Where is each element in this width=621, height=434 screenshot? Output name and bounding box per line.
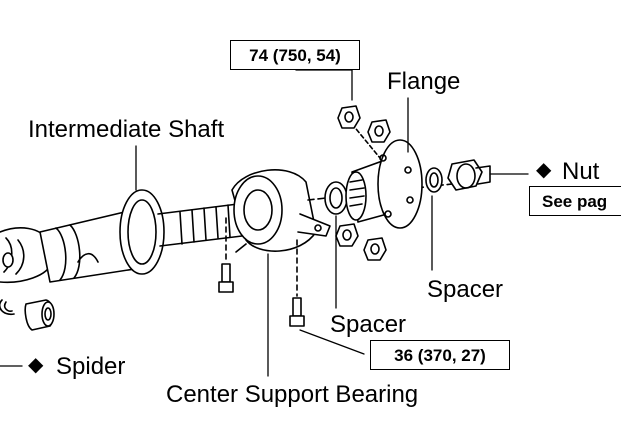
flange-drawing bbox=[345, 139, 423, 229]
torque-callout-top: 74 (750, 54) bbox=[230, 40, 360, 70]
big-nut-drawing bbox=[447, 159, 491, 191]
nut-diamond-icon: ◆ bbox=[536, 159, 552, 181]
right-spacer-drawing bbox=[425, 167, 443, 193]
label-spider: Spider bbox=[56, 353, 126, 380]
label-spacer-center: Spacer bbox=[330, 311, 407, 338]
flange-nuts bbox=[335, 105, 391, 261]
label-flange: Flange bbox=[387, 68, 461, 95]
torque-callout-bottom: 36 (370, 27) bbox=[370, 340, 510, 370]
center-spacer-drawing bbox=[324, 181, 348, 215]
label-nut: Nut bbox=[562, 158, 600, 185]
spider-diamond-icon: ◆ bbox=[28, 354, 44, 376]
spider-cap-drawing bbox=[24, 299, 55, 331]
bearing-bolt-left bbox=[218, 217, 234, 293]
center-support-bearing-drawing bbox=[231, 169, 331, 253]
bearing-bolt-right bbox=[289, 239, 305, 327]
label-center-support-bearing: Center Support Bearing bbox=[166, 381, 419, 408]
leader-lines bbox=[0, 69, 529, 377]
see-page-callout: See pag bbox=[529, 186, 621, 216]
label-intermediate-shaft: Intermediate Shaft bbox=[28, 116, 225, 143]
label-spacer-right: Spacer bbox=[427, 276, 504, 303]
intermediate-shaft-drawing bbox=[39, 189, 243, 283]
